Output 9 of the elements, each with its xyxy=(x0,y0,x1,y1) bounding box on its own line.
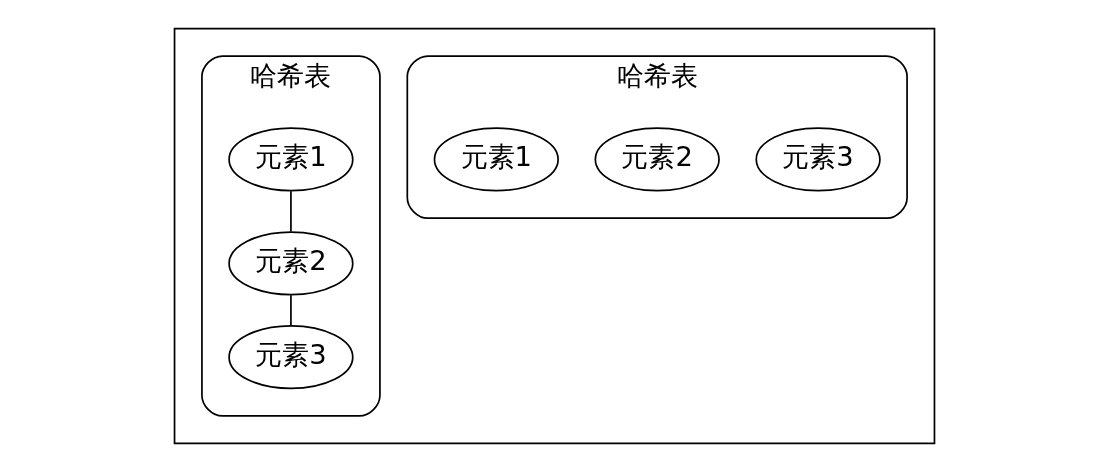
node-ellipse: 元素2 xyxy=(228,231,354,296)
node-ellipse: 元素3 xyxy=(755,127,881,192)
connector xyxy=(290,294,292,326)
node-ellipse: 元素3 xyxy=(228,325,354,390)
connector xyxy=(290,190,292,233)
node-ellipse: 元素1 xyxy=(433,127,559,192)
node-ellipse: 元素1 xyxy=(228,127,354,192)
node-ellipse: 元素2 xyxy=(594,127,720,192)
cluster xyxy=(173,27,936,445)
